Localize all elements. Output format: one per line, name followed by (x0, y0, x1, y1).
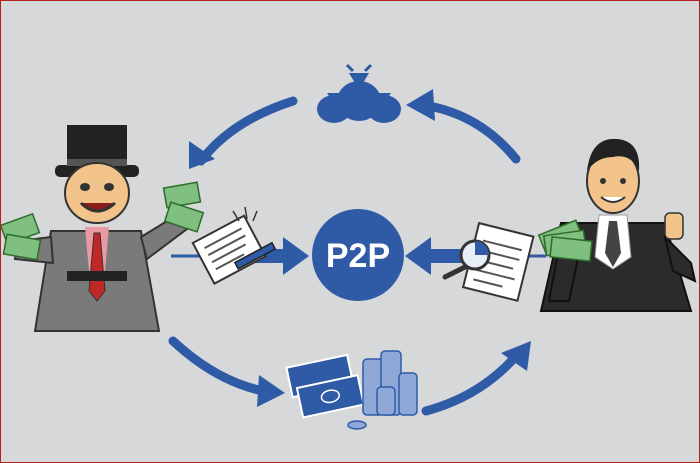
contract-sparks (232, 206, 258, 222)
arrow-bottom-right-head (501, 341, 531, 371)
p2p-hub: P2P (312, 209, 404, 301)
p2p-circle (312, 209, 404, 301)
signed-contract-icon (191, 214, 277, 285)
arrow-bottom-left-head (257, 375, 285, 407)
arrow-right-shaft (429, 249, 469, 263)
arrow-bottom-left (168, 336, 268, 396)
arrow-top-left-head (189, 141, 215, 169)
arrow-left-head (283, 237, 309, 275)
arrow-top-left (196, 96, 298, 166)
money-bags-icon (317, 63, 401, 123)
arrow-top-right (424, 101, 521, 164)
arrow-right-head (405, 237, 431, 275)
cycle-arrows (168, 89, 531, 416)
p2p-label: P2P (326, 237, 390, 275)
cash-and-coins-icon (285, 350, 418, 430)
businessman-borrower-icon (537, 138, 697, 312)
lender-with-top-hat-icon (1, 125, 205, 332)
arrow-top-right-head (406, 89, 435, 121)
arrow-bottom-right (421, 351, 521, 416)
loan-application-icon (442, 221, 535, 302)
